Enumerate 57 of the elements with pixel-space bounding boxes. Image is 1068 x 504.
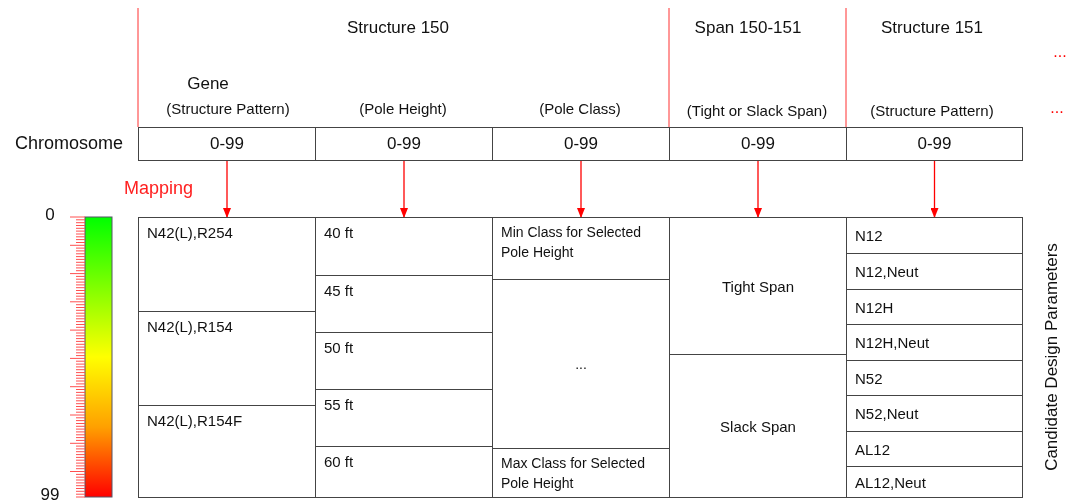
- column-group-heading: Structure 151: [880, 18, 984, 38]
- parameter-value: N52: [855, 369, 883, 387]
- parameter-value: Max Class for Selected Pole Height: [501, 454, 646, 493]
- parameter-value: N42(L),R254: [147, 224, 233, 241]
- chromosome-cell: [315, 127, 493, 161]
- parameter-value: N42(L),R154: [147, 318, 233, 335]
- parameter-value: Slack Span: [720, 418, 796, 435]
- parameter-value: N12H,Neut: [855, 334, 930, 351]
- parameter-value: 45 ft: [324, 282, 354, 299]
- gene-description: (Pole Height): [359, 99, 447, 117]
- parameter-value: AL12,Neut: [855, 474, 926, 491]
- parameter-value: Tight Span: [722, 277, 794, 295]
- gene-heading: Gene: [187, 74, 229, 94]
- gene-description: (Pole Class): [539, 99, 621, 117]
- gene-range: 0-99: [917, 134, 952, 154]
- mapping-arrow: [577, 160, 585, 218]
- parameter-value: Min Class for Selected Pole Height: [501, 223, 643, 262]
- column-group-heading: Span 150-151: [694, 18, 802, 38]
- column-group-heading: Structure 150: [346, 18, 450, 38]
- parameter-value: N12: [855, 227, 883, 244]
- gene-range: 0-99: [210, 134, 244, 154]
- continuation-ellipsis: ...: [1050, 99, 1064, 117]
- gene-range: 0-99: [387, 134, 421, 154]
- parameter-value: N12H: [855, 298, 894, 316]
- mapping-arrow: [223, 160, 231, 218]
- gene-description: (Structure Pattern): [870, 101, 994, 119]
- parameter-value: N52,Neut: [855, 405, 919, 422]
- parameter-column: [846, 217, 1023, 498]
- parameter-value: AL12: [855, 440, 891, 458]
- parameter-value: N42(L),R154F: [147, 412, 243, 429]
- scale-max-label: 99: [40, 485, 60, 504]
- parameter-column: [492, 217, 670, 498]
- gene-range: 0-99: [564, 134, 598, 154]
- parameter-value: 55 ft: [324, 396, 354, 413]
- mapping-arrow: [754, 160, 762, 218]
- chromosome-cell: [492, 127, 670, 161]
- side-title: Candidate Design Parameters: [1042, 243, 1062, 471]
- parameter-value: N12,Neut: [855, 263, 919, 280]
- parameter-column: [669, 217, 847, 498]
- mapping-arrow: [930, 160, 939, 218]
- parameter-value: ...: [575, 355, 587, 374]
- mapping-label: Mapping: [124, 177, 194, 199]
- gene-description: (Structure Pattern): [166, 99, 290, 117]
- row-label: Chromosome: [15, 132, 123, 154]
- parameter-value: 50 ft: [324, 339, 354, 356]
- mapping-arrow: [400, 160, 408, 218]
- parameter-value: 60 ft: [324, 453, 354, 470]
- parameter-column: [138, 217, 316, 498]
- gene-range: 0-99: [741, 134, 775, 154]
- parameter-value: 40 ft: [324, 224, 354, 241]
- chromosome-cell: [669, 127, 847, 161]
- scale-min-label: 0: [45, 205, 55, 225]
- chromosome-cell: [138, 127, 316, 161]
- gene-description: (Tight or Slack Span): [686, 101, 828, 119]
- parameter-column: [315, 217, 493, 498]
- chromosome-cell: [846, 127, 1023, 161]
- continuation-ellipsis: ...: [1053, 43, 1067, 61]
